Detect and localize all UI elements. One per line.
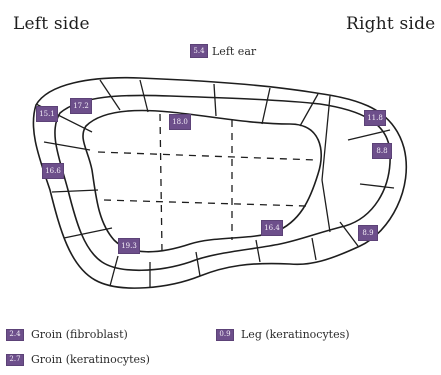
region-badge: 15.1 — [36, 106, 58, 122]
legend-value-badge: 0.9 — [216, 328, 234, 341]
region-badge: 18.0 — [169, 114, 191, 130]
region-badge: 16.4 — [261, 220, 283, 236]
legend-item: 0.9 Leg (keratinocytes) — [216, 328, 350, 341]
dashed-grid — [97, 113, 317, 253]
left-ear-value-badge: 5.4 — [190, 44, 208, 58]
inner-ring — [82, 109, 322, 253]
legend-item: 2.7 Groin (keratinocytes) — [6, 353, 150, 366]
legend-label: Groin (keratinocytes) — [31, 353, 150, 366]
legend-value-badge: 2.7 — [6, 353, 24, 366]
region-badge: 19.3 — [118, 238, 140, 254]
legend-label: Groin (fibroblast) — [31, 328, 128, 341]
middle-ring — [54, 94, 391, 272]
region-badge: 8.9 — [358, 225, 378, 241]
legend-label: Leg (keratinocytes) — [241, 328, 350, 341]
left-ear-label: Left ear — [212, 45, 257, 58]
outer-outline — [32, 76, 408, 289]
legend-value-badge: 2.4 — [6, 328, 24, 341]
right-side-label: Right side — [346, 14, 436, 34]
region-badge: 8.8 — [372, 143, 392, 159]
left-side-label: Left side — [13, 14, 90, 34]
region-badge: 17.2 — [70, 98, 92, 114]
region-badge: 11.8 — [364, 110, 386, 126]
legend-item: 2.4 Groin (fibroblast) — [6, 328, 128, 341]
grid-lines — [35, 79, 395, 288]
region-badge: 16.6 — [42, 163, 64, 179]
